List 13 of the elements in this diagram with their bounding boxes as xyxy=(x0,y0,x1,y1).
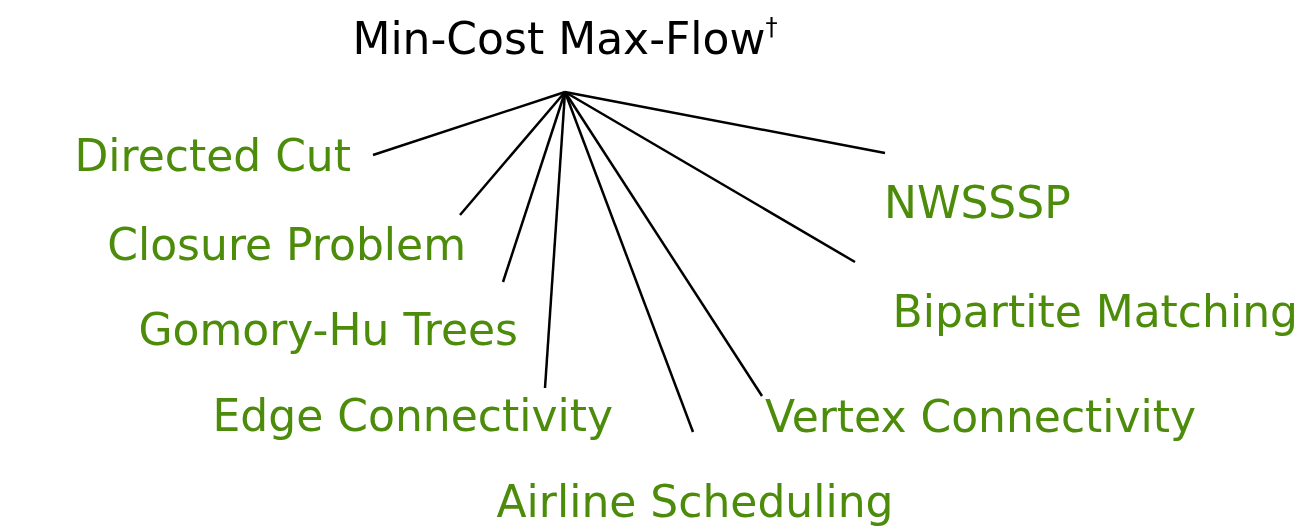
topic-label: Closure Problem xyxy=(107,219,466,271)
topic-label: Edge Connectivity xyxy=(212,390,613,442)
connector-line xyxy=(564,90,886,155)
connector-line xyxy=(372,90,566,157)
topic-label: Directed Cut xyxy=(74,130,351,182)
topic-label: Gomory-Hu Trees xyxy=(138,305,518,356)
topic-label: Vertex Connectivity xyxy=(765,391,1197,443)
connector-line xyxy=(564,90,856,264)
topic-label: NWSSSP xyxy=(884,178,1071,229)
topic-label: Bipartite Matching xyxy=(892,287,1298,338)
connector-line xyxy=(459,91,566,216)
topic-label: Airline Scheduling xyxy=(496,477,894,528)
root-label: Min-Cost Max-Flow$^{†}$ xyxy=(352,14,778,65)
